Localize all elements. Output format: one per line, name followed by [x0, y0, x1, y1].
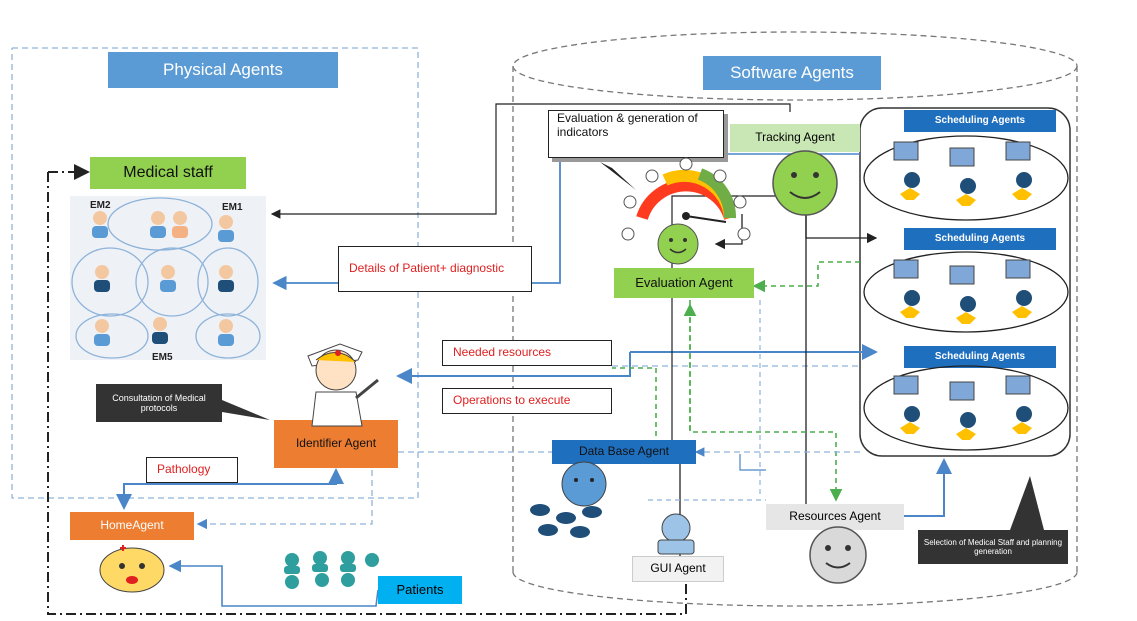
scheduling-agents-label-2: Scheduling Agents — [904, 228, 1056, 250]
nurse-icon — [307, 343, 379, 427]
resources-face-icon — [809, 526, 867, 584]
database-agent-label: Data Base Agent — [552, 440, 696, 464]
physical-agents-header: Physical Agents — [108, 52, 338, 88]
tracking-smiley-icon — [772, 150, 838, 216]
identifier-agent-label: Identifier Agent — [274, 420, 398, 468]
software-agents-header: Software Agents — [703, 56, 881, 90]
pathology-message: Pathology — [146, 457, 238, 483]
needed-resources-message: Needed resources — [442, 340, 612, 366]
gui-agent-icon — [657, 513, 695, 555]
scheduling-agents-label-3: Scheduling Agents — [904, 346, 1056, 368]
software-agents-cylinder — [512, 31, 1078, 607]
evaluation-agent-label: Evaluation Agent — [614, 268, 754, 298]
patients-icon — [284, 551, 379, 589]
scheduling-agents-label-1: Scheduling Agents — [904, 110, 1056, 132]
physical-agents-frame — [11, 47, 419, 499]
patients-label: Patients — [378, 576, 462, 604]
consultation-callout: Consultation of Medical protocols — [96, 384, 222, 422]
selection-callout: Selection of Medical Staff and planning … — [918, 530, 1068, 564]
em5-label: EM5 — [152, 352, 173, 363]
database-agent-icon — [530, 461, 607, 538]
medical-staff-label: Medical staff — [90, 157, 246, 189]
em2-label: EM2 — [90, 200, 111, 211]
scheduling-container — [859, 107, 1071, 457]
home-agent-label: HomeAgent — [70, 512, 194, 540]
staff-person-icons — [92, 211, 234, 346]
home-face-icon — [99, 545, 165, 593]
operations-message: Operations to execute — [442, 388, 612, 414]
gui-agent-label: GUI Agent — [632, 556, 724, 582]
tracking-agent-label: Tracking Agent — [730, 124, 860, 152]
details-patient-message: Details of Patient+ diagnostic — [338, 246, 532, 292]
computer-icons — [893, 141, 1032, 440]
evaluation-generation-callout: Evaluation & generation of indicators — [548, 110, 724, 158]
evaluation-gauge-icon — [621, 157, 751, 265]
em1-label: EM1 — [222, 202, 243, 213]
dash-dot-frame — [47, 172, 687, 615]
resources-agent-label: Resources Agent — [766, 504, 904, 530]
